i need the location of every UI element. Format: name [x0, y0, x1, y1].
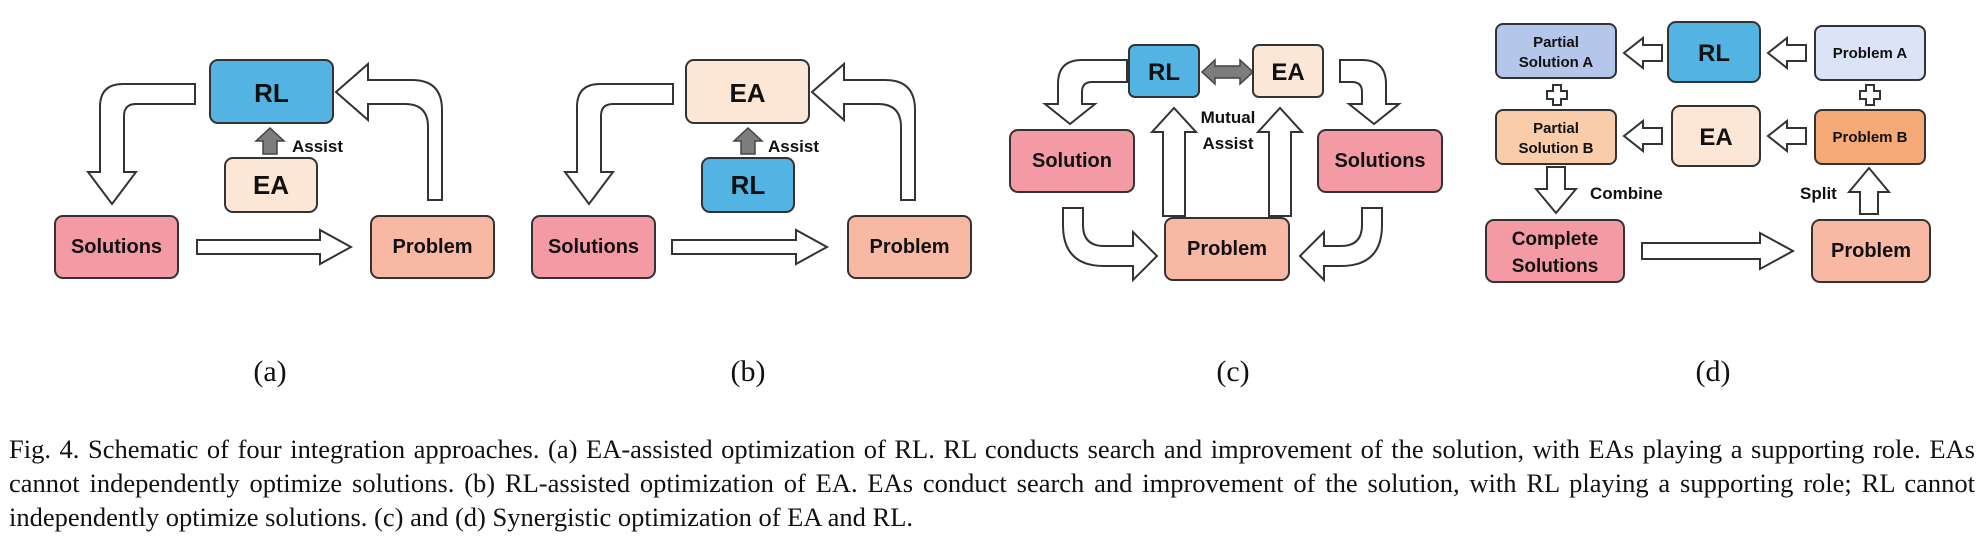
ea-box-label: EA: [1271, 59, 1304, 86]
assist-arrow: [732, 126, 764, 155]
loop-arrow-ea-to-solutions: [1339, 59, 1402, 126]
ea-box-label: EA: [729, 78, 765, 108]
partial-solution-a-line1: Partial: [1533, 34, 1579, 51]
solutions-box: [1317, 129, 1443, 193]
plus-sign-left: [1546, 84, 1568, 106]
solutions-box-label: Solutions: [1334, 150, 1425, 172]
rl-box: [1667, 21, 1761, 83]
arrow-problem-a-to-rl: [1766, 35, 1807, 71]
rl-box-label: RL: [1698, 40, 1730, 67]
assist-label: Assist: [1202, 134, 1253, 153]
mutual-label: Mutual: [1201, 108, 1256, 127]
problem-box-label: Problem: [1187, 238, 1267, 260]
partial-solution-b-line2: Solution B: [1519, 140, 1594, 157]
ea-box: [1671, 105, 1761, 167]
arrow-problem-to-rl: [1149, 106, 1199, 217]
problem-box-label: Problem: [392, 236, 472, 258]
problem-b-box: [1814, 109, 1926, 165]
combine-label: Combine: [1590, 184, 1663, 203]
rl-box: [1128, 44, 1200, 98]
panel-c: RL EA Mutual Assist Solution Solutions P…: [1009, 44, 1443, 388]
arrow-solution-to-problem: [1062, 207, 1159, 283]
solutions-box: [531, 215, 656, 279]
split-arrow: [1846, 166, 1892, 215]
problem-box: [1164, 217, 1290, 281]
loop-arrow-problem-to-rl: [334, 61, 443, 201]
problem-box-label: Problem: [1831, 240, 1911, 262]
arrow-ea-to-partial-b: [1622, 118, 1663, 154]
partial-solution-b-box: [1495, 109, 1617, 165]
problem-box-label: Problem: [869, 236, 949, 258]
panel-a: RL EA Assist Solutions Problem (a): [54, 59, 495, 388]
complete-solutions-line1: Complete: [1512, 229, 1599, 250]
arrow-solutions-to-problem: [1298, 207, 1383, 283]
rl-box-label: RL: [254, 78, 289, 108]
rl-box-label: RL: [1148, 59, 1180, 86]
panel-b: EA RL Assist Solutions Problem (b): [531, 59, 972, 388]
rl-box: [701, 157, 795, 213]
assist-label: Assist: [292, 137, 343, 156]
panel-a-label: (a): [253, 355, 286, 388]
integration-schematic-figure: RL EA Assist Solutions Problem (a) EA RL…: [54, 21, 1931, 388]
ea-box-label: EA: [1699, 124, 1732, 151]
arrow-solutions-to-problem: [196, 228, 354, 266]
panel-c-label: (c): [1216, 355, 1249, 388]
rl-box-label: RL: [731, 170, 766, 200]
assist-label: Assist: [768, 137, 819, 156]
problem-box: [370, 215, 495, 279]
loop-arrow-rl-to-solution: [1042, 59, 1128, 126]
mutual-assist-double-arrow: [1200, 58, 1255, 86]
arrow-complete-to-problem: [1641, 231, 1796, 271]
loop-arrow-problem-to-ea: [810, 61, 916, 201]
panel-d: Partial Solution A RL Problem A Partial …: [1485, 21, 1931, 388]
ea-box-label: EA: [253, 170, 289, 200]
ea-box: [224, 157, 318, 213]
partial-solution-a-box: [1495, 23, 1617, 79]
partial-solution-b-line1: Partial: [1533, 120, 1579, 137]
problem-b-box-label: Problem B: [1832, 129, 1907, 146]
complete-solutions-line2: Solutions: [1512, 256, 1599, 277]
solutions-box-label: Solutions: [71, 236, 162, 258]
problem-box: [847, 215, 972, 279]
solution-box-label: Solution: [1032, 150, 1112, 172]
solutions-box-label: Solutions: [548, 236, 639, 258]
arrow-problem-to-ea: [1255, 106, 1305, 217]
solution-box: [1009, 129, 1135, 193]
ea-box: [1252, 44, 1324, 98]
arrow-solutions-to-problem: [671, 228, 830, 266]
arrow-problem-b-to-ea: [1766, 118, 1807, 154]
problem-a-box: [1814, 25, 1926, 81]
problem-box: [1811, 219, 1931, 283]
panel-d-label: (d): [1696, 355, 1731, 388]
split-label: Split: [1800, 184, 1837, 203]
plus-sign-right: [1859, 84, 1881, 106]
loop-arrow-ea-to-solutions: [563, 83, 674, 206]
loop-arrow-rl-to-solutions: [86, 83, 196, 206]
partial-solution-a-line2: Solution A: [1519, 54, 1594, 71]
figure-caption: Fig. 4. Schematic of four integration ap…: [9, 434, 1975, 532]
rl-box: [209, 59, 334, 124]
ea-box: [685, 59, 810, 124]
problem-a-box-label: Problem A: [1833, 45, 1908, 62]
arrow-rl-to-partial-a: [1622, 35, 1663, 71]
panel-b-label: (b): [731, 355, 766, 388]
complete-solutions-box: [1485, 219, 1625, 283]
solutions-box: [54, 215, 179, 279]
combine-arrow: [1533, 166, 1579, 215]
assist-arrow: [254, 126, 286, 155]
